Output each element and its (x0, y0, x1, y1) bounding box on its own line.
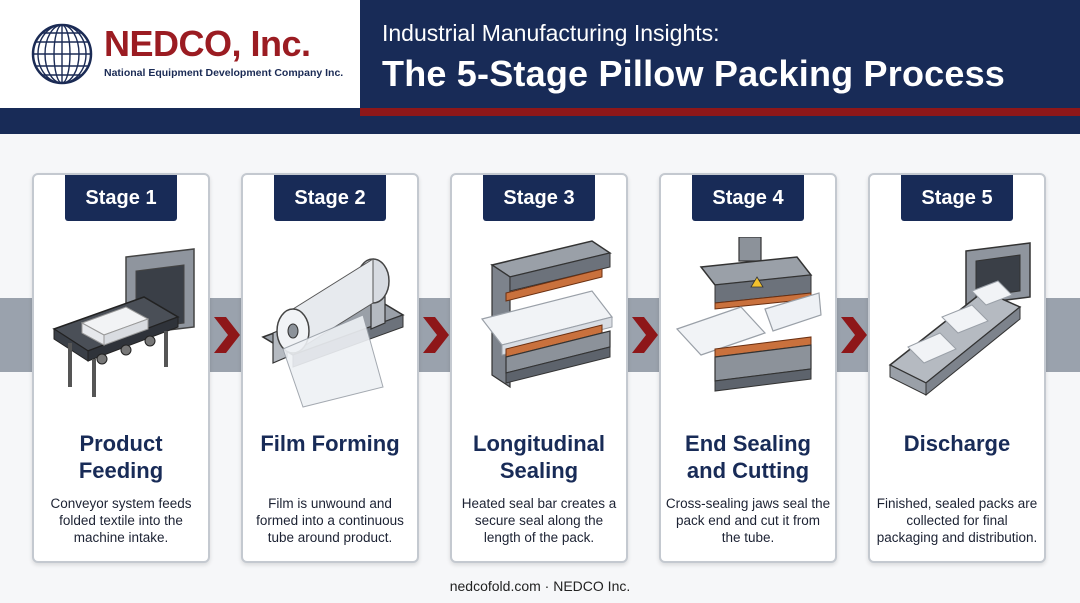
header-logo-panel: NEDCO, Inc. National Equipment Developme… (0, 0, 360, 108)
stage-card-4: Stage 4 End Sealing and Cutting Cross-se… (659, 173, 837, 563)
stage-description: Heated seal bar creates a secure seal al… (461, 496, 617, 545)
seal-bar-icon (480, 240, 614, 389)
sealing-jaws-icon (675, 237, 822, 392)
stage-title: Discharge (903, 431, 1011, 456)
chevron-right-icon (423, 317, 449, 353)
company-subtitle: National Equipment Development Company I… (104, 67, 344, 79)
header-red-stripe (360, 108, 1080, 116)
globe-icon (31, 23, 93, 85)
stage-title: Product Feeding (78, 431, 164, 483)
stage-tab: Stage 3 (483, 175, 595, 221)
footer-text: nedcofold.com · NEDCO Inc. (449, 578, 631, 594)
film-roll-icon (261, 258, 405, 408)
stage-description: Cross-sealing jaws seal the pack end and… (665, 496, 831, 545)
stage-tab: Stage 4 (692, 175, 804, 221)
stage-description: Conveyor system feeds folded textile int… (50, 496, 192, 545)
chevron-right-icon (841, 317, 867, 353)
stage-tab: Stage 1 (65, 175, 177, 221)
company-name: NEDCO, Inc. (104, 23, 311, 64)
discharge-chute-icon (888, 242, 1031, 397)
stage-card-3: Stage 3 Longitudinal Sealing Heated seal… (450, 173, 628, 563)
stage-tab: Stage 2 (274, 175, 386, 221)
stage-description: Finished, sealed packs are collected for… (876, 496, 1038, 545)
stage-title: Longitudinal Sealing (473, 431, 605, 483)
chevron-right-icon (214, 317, 240, 353)
super-title: Industrial Manufacturing Insights: (382, 20, 720, 46)
conveyor-icon (52, 248, 195, 397)
stage-card-2: Stage 2 Film Forming Film is unwound and… (241, 173, 419, 563)
chevron-right-icon (632, 317, 658, 353)
stage-description: Film is unwound and formed into a contin… (256, 496, 404, 545)
stage-tab: Stage 5 (901, 175, 1013, 221)
stage-title: Film Forming (260, 431, 400, 456)
stage-card-1: Stage 1 Product Feeding Conveyor system … (32, 173, 210, 563)
page-title: The 5-Stage Pillow Packing Process (382, 53, 1006, 94)
stage-card-5: Stage 5 Discharge Finished, sealed packs… (868, 173, 1046, 563)
stage-title: End Sealing and Cutting (685, 431, 811, 483)
header-title-panel: Industrial Manufacturing Insights: The 5… (360, 0, 1080, 108)
